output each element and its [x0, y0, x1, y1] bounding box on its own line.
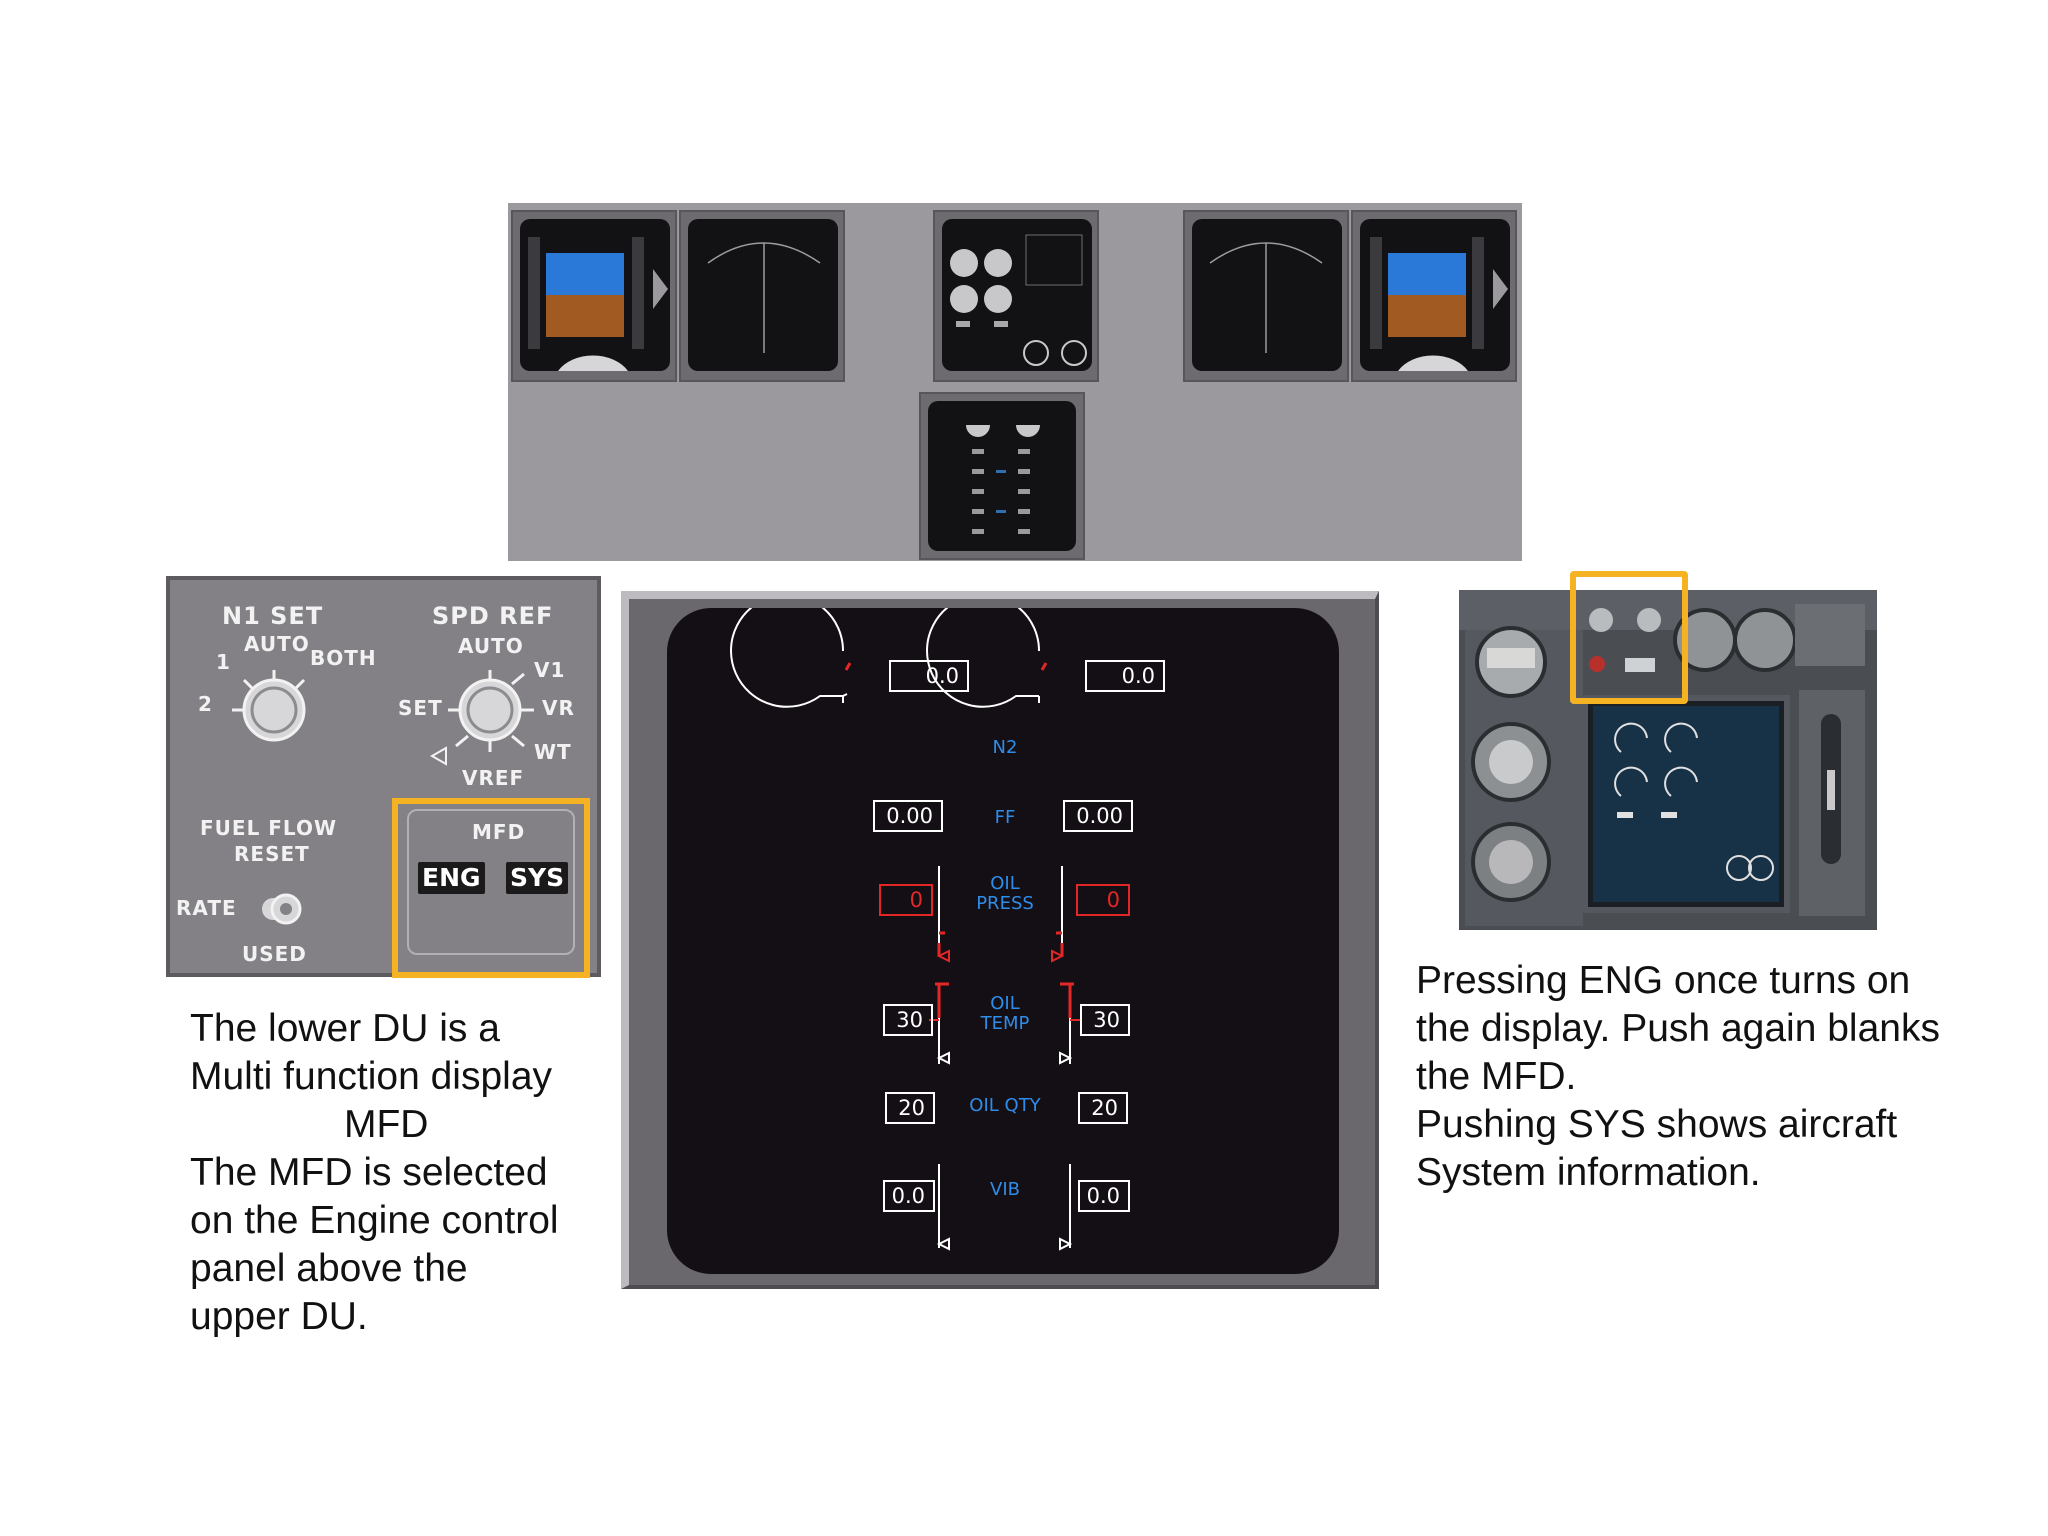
mfd-switch-group — [407, 809, 575, 955]
captain-nd — [679, 210, 845, 382]
photo-highlight-box — [1570, 571, 1688, 704]
ff-label: FF — [994, 807, 1016, 828]
n2-right-readout: 0.0 — [1085, 660, 1165, 692]
oil-press-right-readout: 0 — [1076, 884, 1130, 916]
left-caption-line: MFD — [344, 1103, 429, 1146]
eng-button[interactable]: ENG — [418, 862, 485, 894]
oil-press-label-line1: OIL — [990, 873, 1020, 894]
left-caption-line: The lower DU is a — [190, 1007, 500, 1050]
vib-label: VIB — [990, 1179, 1020, 1200]
n1-set-knob — [232, 670, 306, 742]
fuel-rate-label: RATE — [176, 896, 237, 920]
spd-ref-knob — [429, 670, 534, 766]
left-caption-line: panel above the — [190, 1247, 468, 1290]
spd-wt-label: WT — [534, 740, 572, 764]
n2-label: N2 — [992, 737, 1018, 758]
fo-nd — [1183, 210, 1349, 382]
right-caption-line: Pressing ENG once turns on — [1416, 959, 1911, 1002]
n2-left-dial — [730, 608, 852, 708]
ff-right-readout: 0.00 — [1063, 800, 1133, 832]
cockpit-photo-art — [1459, 590, 1877, 930]
flight-deck-panel-art — [511, 210, 1517, 560]
upper-center-du — [933, 210, 1099, 382]
right-caption-line: Pushing SYS shows aircraft — [1416, 1103, 1898, 1146]
mfd-label: MFD — [468, 820, 530, 844]
oil-press-label-line2: PRESS — [976, 893, 1034, 914]
ecp-knobs-art — [232, 670, 534, 925]
left-caption: The lower DU is a Multi function display… — [190, 1005, 610, 1341]
oil-temp-label-line2: TEMP — [980, 1013, 1030, 1034]
engine-control-panel: N1 SET AUTO BOTH 1 2 SPD REF AUTO V1 SET… — [166, 576, 601, 977]
right-caption-line: the MFD. — [1416, 1055, 1577, 1098]
oil-temp-label-line1: OIL — [990, 993, 1020, 1014]
fuel-flow-label: FUEL FLOW — [200, 816, 338, 840]
n2-left-readout: 0.0 — [889, 660, 969, 692]
n2-right-dial — [926, 608, 1048, 708]
vib-left-readout: 0.0 — [883, 1180, 935, 1212]
right-caption-line: System information. — [1416, 1151, 1761, 1194]
vib-right-readout: 0.0 — [1078, 1180, 1130, 1212]
engine-display-screen: 0.0 0.0 N2 0.00 0.00 FF 0 0 OIL PRESS 30… — [667, 608, 1339, 1274]
sys-button[interactable]: SYS — [506, 862, 569, 894]
fo-pfd — [1351, 210, 1517, 382]
fuel-flow-switch — [262, 893, 302, 925]
left-caption-line: The MFD is selected — [190, 1151, 548, 1194]
right-caption: Pressing ENG once turns on the display. … — [1416, 957, 1976, 1197]
fuel-used-label: USED — [242, 942, 307, 966]
left-caption-line: upper DU. — [190, 1295, 368, 1338]
n1-both-label: BOTH — [310, 646, 377, 670]
flight-deck-display-panel — [508, 203, 1522, 561]
oil-temp-tapes — [929, 982, 1080, 1065]
spd-set-label: SET — [398, 696, 443, 720]
spd-ref-label: SPD REF — [432, 602, 554, 630]
right-caption-line: the display. Push again blanks — [1416, 1007, 1940, 1050]
ff-left-readout: 0.00 — [873, 800, 943, 832]
n1-pos1-label: 1 — [216, 650, 231, 674]
oil-press-left-readout: 0 — [879, 884, 933, 916]
cockpit-photo — [1459, 590, 1877, 930]
oil-temp-left-readout: 30 — [883, 1004, 933, 1036]
oil-qty-right-readout: 20 — [1078, 1092, 1128, 1124]
spd-vr-label: VR — [542, 696, 575, 720]
oil-press-tapes — [936, 866, 1065, 963]
oil-press-label: OIL PRESS — [965, 874, 1045, 914]
lower-center-du — [919, 392, 1085, 560]
oil-temp-label: OIL TEMP — [965, 994, 1045, 1034]
n1-auto-label: AUTO — [244, 632, 310, 656]
oil-qty-left-readout: 20 — [885, 1092, 935, 1124]
left-caption-line: Multi function display — [190, 1055, 553, 1098]
oil-temp-right-readout: 30 — [1080, 1004, 1130, 1036]
fuel-reset-label: RESET — [234, 842, 310, 866]
n1-pos2-label: 2 — [198, 692, 213, 716]
n1-set-label: N1 SET — [222, 602, 324, 630]
captain-pfd — [511, 210, 677, 382]
left-caption-line: on the Engine control — [190, 1199, 559, 1242]
vib-tapes — [936, 1164, 1073, 1251]
spd-vref-label: VREF — [462, 766, 525, 790]
mfd-highlight-box — [392, 798, 590, 978]
engine-gauges-art — [730, 608, 1080, 1251]
spd-v1-label: V1 — [534, 658, 566, 682]
oil-qty-label: OIL QTY — [969, 1095, 1041, 1116]
spd-auto-label: AUTO — [458, 634, 524, 658]
